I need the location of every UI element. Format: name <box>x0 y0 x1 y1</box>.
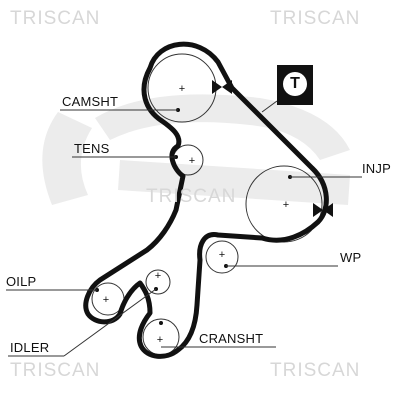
watermark-center: TRISCAN <box>146 186 237 207</box>
pulley-water-pump: + <box>205 240 239 274</box>
pulley-idler: + <box>145 269 171 295</box>
timing-marker-label: T <box>283 72 307 96</box>
watermark-bottom-left: TRISCAN <box>10 360 101 381</box>
label-water-pump: WP <box>340 250 362 265</box>
leader-lines <box>6 100 362 357</box>
label-idler: IDLER <box>10 340 50 355</box>
svg-text:+: + <box>283 199 289 211</box>
svg-text:+: + <box>189 155 195 167</box>
svg-text:+: + <box>103 294 109 306</box>
svg-text:+: + <box>155 270 161 282</box>
svg-text:+: + <box>157 334 163 346</box>
label-oil-pump: OILP <box>6 274 37 289</box>
timing-belt <box>83 41 329 359</box>
label-crankshaft: CRANSHT <box>199 331 264 346</box>
label-injection-pump: INJP <box>362 161 391 176</box>
label-camshaft: CAMSHT <box>62 94 119 109</box>
watermark-top-right: TRISCAN <box>270 8 361 29</box>
injection-pump-timing-mark <box>313 203 333 217</box>
pulley-crankshaft: + <box>142 318 180 356</box>
svg-text:+: + <box>179 83 185 95</box>
watermark-bottom-right: TRISCAN <box>270 360 361 381</box>
gates-logo-watermark <box>42 94 350 205</box>
watermark-top-left: TRISCAN <box>10 8 101 29</box>
camshaft-timing-mark <box>212 80 232 94</box>
svg-text:+: + <box>219 249 225 261</box>
label-tensioner: TENS <box>74 141 110 156</box>
